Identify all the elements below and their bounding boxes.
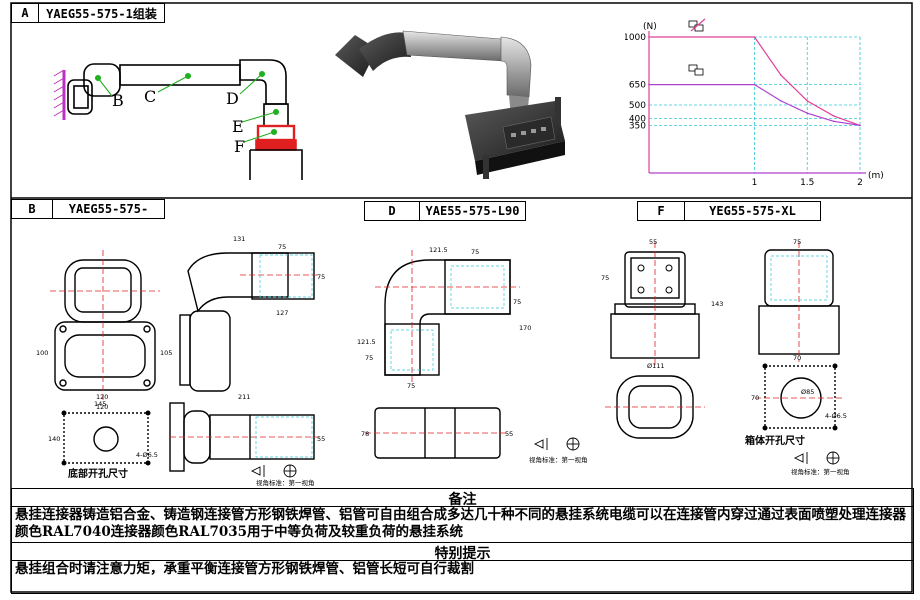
assembly-label-c: C [144, 87, 156, 106]
section-a-title: YAEG55-575-1组装 [46, 6, 157, 21]
section-f-tag: F YEG55-575-XL [637, 201, 821, 221]
dim-d-75: 75 [471, 248, 479, 256]
section-b-drawing: 131 75 75 127 100 105 120 145 211 55 140… [36, 235, 325, 487]
dim-b-120b: 120 [96, 403, 108, 411]
section-b-title: YAEG55-575- [68, 202, 149, 216]
dim-f-70v: 70 [751, 394, 759, 402]
chart-point-1-2 [780, 100, 782, 102]
caption-box-hole: 箱体开孔尺寸 [745, 434, 805, 447]
chart-x-tick-1: 1.5 [800, 178, 814, 188]
chart-point-0-3 [806, 100, 809, 102]
dim-b-140: 140 [48, 435, 60, 443]
assembly-label-b: B [112, 91, 124, 110]
dim-d-75v: 75 [513, 298, 521, 306]
chart-product-icon [688, 18, 706, 76]
dim-d-170: 170 [519, 324, 531, 332]
section-f-letter: F [638, 202, 685, 220]
dim-d-78: 78 [361, 430, 369, 438]
chart-y-label: (N) [643, 22, 657, 32]
section-a-letter: A [12, 4, 39, 22]
dim-b-55: 55 [317, 435, 325, 443]
section-a-tag: A YAEG55-575-1组装 [11, 3, 165, 23]
chart-point-1-0 [648, 83, 650, 86]
section-f-drawing: 55 75 143 75 Ø111 70 70 Ø85 4-Ø6.5 箱体开孔尺… [601, 238, 850, 476]
chart-series-line-0 [649, 36, 861, 126]
section-d-drawing: 121.5 75 75 170 121.5 75 75 78 55 [357, 246, 531, 459]
assembly-label-f: F [234, 137, 245, 156]
assembly-drawing: B C D E F [53, 59, 303, 180]
notes-table: 备注 悬挂连接器铸造铝合金、铸造钢连接管方形钢铁焊管、铝管可自由组合成多达几十种… [11, 488, 914, 594]
chart-series-line-1 [649, 84, 861, 126]
section-d-tag: D YAE55-575-L90 [364, 201, 526, 221]
dim-d-75h: 75 [407, 382, 415, 390]
dim-f-55: 55 [649, 238, 657, 246]
chart-x-label: (m) [868, 171, 884, 181]
dim-d-55: 55 [505, 430, 513, 438]
dim-b-211: 211 [238, 393, 250, 401]
assembly-label-e: E [232, 117, 244, 136]
chart-reference-lines [649, 36, 861, 173]
dim-b-127: 127 [276, 309, 288, 317]
section-b-tag: B YAEG55-575- [11, 199, 165, 219]
dim-b-75v: 75 [317, 273, 325, 281]
special-tip-text: 悬挂组合时请注意力矩，承重平衡连接管方形钢铁焊管、铝管长短可自行裁割 [12, 560, 913, 580]
chart-point-0-2 [780, 74, 782, 76]
view-mark-f: 视角标准：第一视角 [791, 467, 850, 476]
chart-y-tick-1: 650 [629, 81, 646, 91]
chart-point-1-5 [859, 124, 861, 127]
notes-text: 悬挂连接器铸造铝合金、铸造钢连接管方形钢铁焊管、铝管可自由组合成多达几十种不同的… [12, 506, 913, 542]
dim-f-85: Ø85 [801, 388, 814, 396]
dim-d-75b: 75 [365, 354, 373, 362]
dim-b-145: 145 [94, 400, 106, 408]
assembly-3d-render [335, 30, 565, 179]
chart-x-tick-0: 1 [752, 178, 758, 188]
section-f-title: YEG55-575-XL [709, 204, 796, 218]
section-d-title: YAE55-575-L90 [425, 204, 520, 218]
chart-point-1-3 [806, 112, 809, 114]
dim-d-121: 121.5 [429, 246, 448, 254]
caption-bottom-hole: 底部开孔尺寸 [68, 467, 128, 480]
dim-f-143: 143 [711, 300, 723, 308]
dim-b-131: 131 [233, 235, 245, 243]
chart-point-1-1 [753, 83, 756, 86]
chart-y-tick-0: 1000 [625, 33, 646, 43]
notes-heading: 备注 [448, 492, 477, 508]
chart-axes [648, 31, 866, 174]
dim-f-111: Ø111 [647, 362, 665, 370]
section-d-letter: D [365, 202, 420, 220]
chart-y-tick-4: 350 [629, 121, 646, 131]
chart-x-tick-2: 2 [857, 178, 863, 188]
dim-b-120: 120 [96, 393, 108, 401]
view-mark-d-icon: 视角标准：第一视角 [529, 437, 588, 464]
section-b-letter: B [12, 200, 53, 218]
assembly-label-d: D [226, 89, 239, 108]
chart-point-1-4 [832, 120, 835, 123]
special-tip-heading: 特别提示 [12, 542, 913, 562]
dim-b-holes: 4-Ø6.5 [136, 451, 158, 459]
dim-f-75: 75 [793, 238, 801, 246]
chart-series [648, 36, 861, 127]
dim-f-75v: 75 [601, 274, 609, 282]
view-mark-b: 视角标准：第一视角 [256, 478, 315, 487]
dim-f-70: 70 [793, 354, 801, 362]
dim-f-holes: 4-Ø6.5 [825, 412, 847, 420]
dim-b-75: 75 [278, 243, 286, 251]
dim-d-121v: 121.5 [357, 338, 376, 346]
chart-y-tick-2: 500 [629, 101, 646, 111]
view-mark-d: 视角标准：第一视角 [529, 455, 588, 464]
chart-point-0-1 [753, 36, 756, 38]
chart-point-0-0 [648, 36, 650, 38]
chart-y-tick-3: 400 [629, 115, 646, 125]
dim-b-105: 105 [160, 349, 172, 357]
chart-point-0-4 [832, 115, 835, 117]
dim-b-100: 100 [36, 349, 48, 357]
